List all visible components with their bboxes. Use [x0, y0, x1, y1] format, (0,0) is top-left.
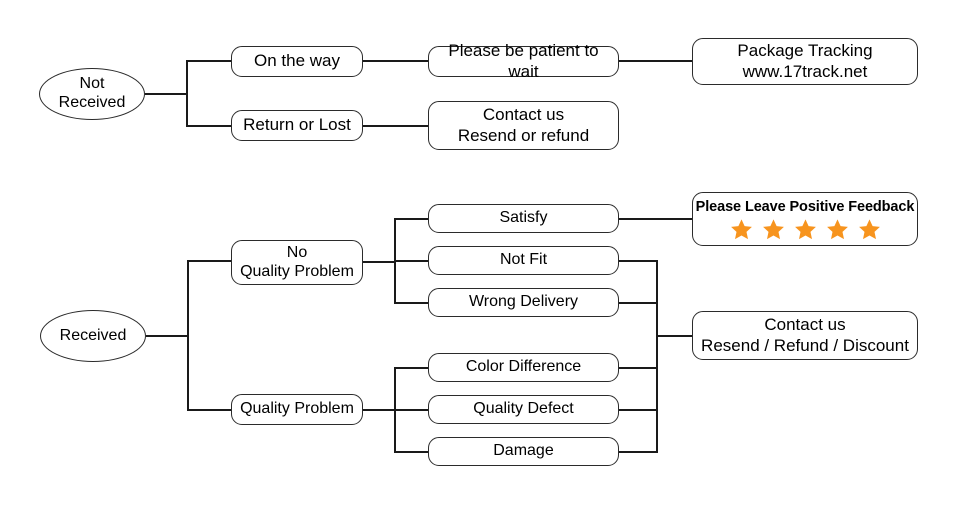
node-contact-resend-refund-discount[interactable]: Contact us Resend / Refund / Discount [692, 311, 918, 360]
connector-fan-to-color-difference [394, 367, 430, 369]
connector-bus-to-on-the-way [186, 60, 232, 62]
node-quality-defect-label: Quality Defect [473, 400, 574, 418]
connector-quality-defect-to-collector [619, 409, 658, 411]
star-icon[interactable] [729, 218, 754, 242]
node-contact-resend-refund[interactable]: Contact us Resend or refund [428, 101, 619, 150]
node-color-difference-label: Color Difference [465, 358, 582, 376]
node-on-the-way-label: On the way [254, 51, 340, 71]
connector-fan-to-satisfy [394, 218, 430, 220]
connector-no-quality-stem [363, 261, 396, 263]
connector-return-to-contact [363, 125, 429, 127]
node-please-be-patient[interactable]: Please be patient to wait [428, 41, 619, 81]
connector-bus-to-no-quality-problem [187, 260, 232, 262]
node-return-or-lost[interactable]: Return or Lost [231, 110, 363, 141]
star-icon[interactable] [857, 218, 882, 242]
node-contact-resend-refund-discount-label: Contact us Resend / Refund / Discount [701, 315, 909, 355]
node-not-received[interactable]: Not Received [39, 68, 145, 120]
node-satisfy-label: Satisfy [499, 209, 548, 227]
node-damage-label: Damage [493, 442, 554, 460]
node-package-tracking-label: Package Tracking www.17track.net [737, 41, 873, 81]
connector-not-fit-to-collector [619, 260, 658, 262]
node-no-quality-problem[interactable]: No Quality Problem [231, 240, 363, 285]
node-not-fit-label: Not Fit [499, 251, 548, 269]
connector-bus-to-quality-problem [187, 409, 232, 411]
connector-not-received-bus [186, 61, 188, 127]
node-return-or-lost-label: Return or Lost [243, 115, 351, 135]
feedback-label: Please Leave Positive Feedback [695, 199, 915, 215]
connector-received-bus [187, 261, 189, 411]
node-contact-resend-refund-label: Contact us Resend or refund [457, 105, 590, 145]
star-rating[interactable] [729, 218, 882, 242]
connector-color-difference-to-collector [619, 367, 658, 369]
node-not-fit[interactable]: Not Fit [428, 246, 619, 275]
connector-collector-to-contact [656, 335, 694, 337]
node-no-quality-problem-label: No Quality Problem [240, 243, 354, 280]
connector-bus-to-return-or-lost [186, 125, 232, 127]
connector-not-received-stem [145, 93, 187, 95]
star-icon[interactable] [825, 218, 850, 242]
connector-fan-to-damage [394, 451, 430, 453]
star-icon[interactable] [793, 218, 818, 242]
connector-wait-to-tracking [619, 60, 693, 62]
node-color-difference[interactable]: Color Difference [428, 353, 619, 382]
node-satisfy[interactable]: Satisfy [428, 204, 619, 233]
node-on-the-way[interactable]: On the way [231, 46, 363, 77]
connector-collector-bus [656, 260, 658, 453]
node-package-tracking[interactable]: Package Tracking www.17track.net [692, 38, 918, 85]
connector-satisfy-to-feedback [619, 218, 693, 220]
connector-fan-to-not-fit [394, 260, 430, 262]
connector-wrong-delivery-to-collector [619, 302, 658, 304]
node-quality-defect[interactable]: Quality Defect [428, 395, 619, 424]
node-damage[interactable]: Damage [428, 437, 619, 466]
connector-on-the-way-to-wait [363, 60, 429, 62]
node-received-label: Received [59, 326, 127, 344]
connector-quality-stem [363, 409, 396, 411]
node-wrong-delivery[interactable]: Wrong Delivery [428, 288, 619, 317]
node-positive-feedback[interactable]: Please Leave Positive Feedback [692, 192, 918, 246]
node-quality-problem[interactable]: Quality Problem [231, 394, 363, 425]
node-received[interactable]: Received [40, 310, 146, 362]
node-quality-problem-label: Quality Problem [240, 400, 354, 418]
connector-fan-to-wrong-delivery [394, 302, 430, 304]
node-please-be-patient-label: Please be patient to wait [448, 41, 599, 81]
connector-fan-to-quality-defect [394, 409, 430, 411]
connector-damage-to-collector [619, 451, 658, 453]
star-icon[interactable] [761, 218, 786, 242]
connector-received-stem [146, 335, 188, 337]
node-not-received-label: Not Received [58, 75, 126, 111]
node-wrong-delivery-label: Wrong Delivery [468, 293, 579, 311]
